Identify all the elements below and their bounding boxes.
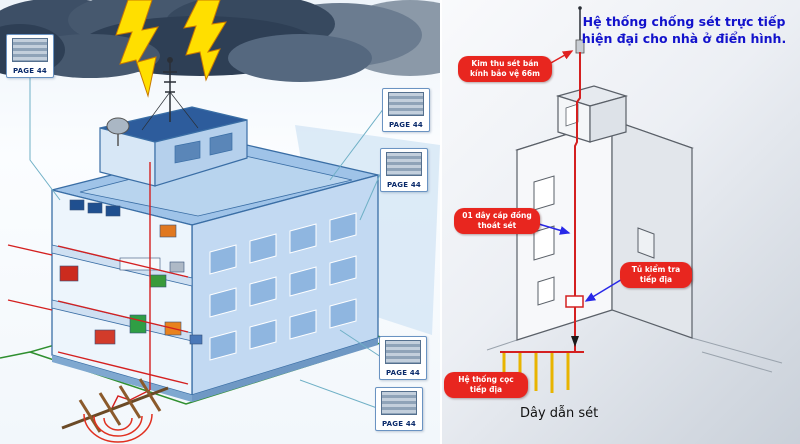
roof-penthouse	[99, 106, 248, 187]
equipment-thumbnail-icon	[386, 152, 422, 176]
page-badge-label: PAGE 44	[381, 420, 416, 428]
page-badge: PAGE 44	[380, 148, 428, 192]
lightning-bolt-icon	[183, 0, 227, 82]
ground-lines	[486, 337, 783, 373]
building-cutaway-panel: PAGE 44 PAGE 44 PAGE 44 PAGE 44 PAGE 44	[0, 0, 440, 444]
ground-wave-arcs	[83, 413, 153, 443]
antenna-icon	[141, 57, 199, 131]
callout-down-cable: 01 dây cáp đồng thoát sét	[454, 208, 540, 234]
connector-lines	[29, 78, 385, 409]
page-badge-label: PAGE 44	[386, 181, 421, 189]
caption-down-conductor: Dây dẫn sét	[520, 406, 599, 421]
down-conductor-wiring	[7, 162, 189, 409]
equipment-thumbnail-icon	[385, 340, 421, 364]
equipment-thumbnail-icon	[388, 92, 424, 116]
callout-electrodes: Hệ thống cọc tiếp địa	[444, 372, 528, 398]
building-illustration	[0, 0, 440, 443]
simple-building	[515, 85, 694, 341]
page-badge-label: PAGE 44	[388, 121, 423, 129]
callout-air-terminal: Kim thu sét bán kính bảo vệ 66m	[458, 56, 552, 82]
grounding-rod	[61, 378, 169, 443]
equipment-thumbnail-icon	[381, 391, 417, 415]
satellite-dish-icon	[106, 117, 130, 146]
page-badge-label: PAGE 44	[12, 67, 47, 75]
page-badge-label: PAGE 44	[385, 369, 420, 377]
lightning-bolt-icon	[115, 0, 159, 98]
test-box-arrow	[584, 277, 625, 302]
storm-cloud	[0, 0, 440, 82]
page-badge: PAGE 44	[382, 88, 430, 132]
window-grid	[209, 212, 357, 361]
page-badge: PAGE 44	[379, 336, 427, 380]
earthing-test-box	[565, 295, 584, 308]
schematic-panel: Hệ thống chống sét trực tiếp hiện đại ch…	[440, 0, 800, 444]
equipment-thumbnail-icon	[12, 38, 48, 62]
page-badge: PAGE 44	[375, 387, 423, 431]
panel-title: Hệ thống chống sét trực tiếp hiện đại ch…	[581, 14, 787, 46]
page-badge: PAGE 44	[6, 34, 54, 78]
callout-test-box: Tủ kiểm tra tiếp địa	[620, 262, 692, 288]
ground-arrow-icon	[571, 336, 579, 347]
